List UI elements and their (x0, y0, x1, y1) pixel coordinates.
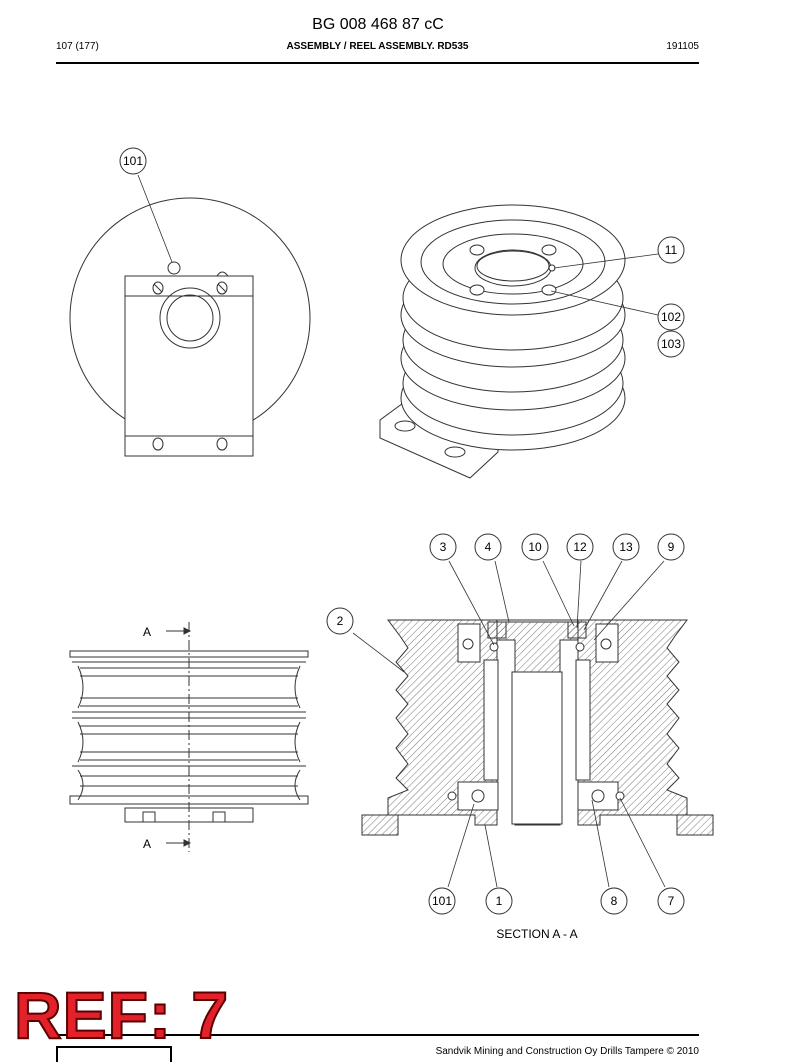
callout-10: 10 (521, 533, 549, 561)
front-view (69, 197, 311, 457)
svg-text:9: 9 (668, 540, 675, 554)
svg-text:11: 11 (665, 243, 678, 257)
svg-text:3: 3 (440, 540, 447, 554)
document-number: BG 008 468 87 cC (312, 16, 444, 33)
svg-text:103: 103 (661, 337, 681, 351)
svg-text:12: 12 (573, 540, 587, 554)
svg-text:7: 7 (668, 894, 675, 908)
page-count: 107 (177) (56, 41, 99, 52)
section-mark-bottom: A (143, 837, 151, 851)
svg-text:4: 4 (485, 540, 492, 554)
header-rule (56, 62, 699, 64)
header-row: 107 (177) ASSEMBLY / REEL ASSEMBLY. RD53… (56, 41, 699, 57)
svg-text:101: 101 (123, 154, 143, 168)
callout-101-bottom: 101 (428, 887, 456, 915)
callout-12: 12 (566, 533, 594, 561)
svg-text:2: 2 (337, 614, 344, 628)
isometric-view (379, 204, 626, 479)
side-view (69, 622, 309, 852)
leader-lines (137, 174, 666, 888)
svg-text:101: 101 (432, 894, 452, 908)
callout-4: 4 (474, 533, 502, 561)
callout-1: 1 (485, 887, 513, 915)
callout-103: 103 (657, 330, 685, 358)
document-date: 191105 (666, 41, 699, 52)
copyright-notice: Sandvik Mining and Construction Oy Drill… (435, 1046, 699, 1057)
callout-3: 3 (429, 533, 457, 561)
callout-101-top: 101 (119, 147, 147, 175)
section-title: ASSEMBLY / REEL ASSEMBLY. RD535 (286, 41, 469, 52)
callout-13: 13 (612, 533, 640, 561)
callout-2: 2 (326, 607, 354, 635)
svg-text:102: 102 (661, 310, 681, 324)
callout-8: 8 (600, 887, 628, 915)
callout-7: 7 (657, 887, 685, 915)
section-mark-top: A (143, 625, 151, 639)
svg-text:1: 1 (496, 894, 503, 908)
callouts: 101 11 102 103 3 4 10 12 13 9 2 101 1 8 … (119, 147, 685, 915)
callout-11: 11 (657, 236, 685, 264)
svg-text:8: 8 (611, 894, 618, 908)
callout-102: 102 (657, 303, 685, 331)
svg-text:13: 13 (619, 540, 633, 554)
footer-rule (56, 1034, 699, 1036)
ref-stamp: REF: 7 (13, 978, 230, 1052)
callout-9: 9 (657, 533, 685, 561)
svg-text:10: 10 (528, 540, 542, 554)
section-caption: SECTION A - A (496, 927, 577, 941)
section-view (361, 619, 714, 836)
